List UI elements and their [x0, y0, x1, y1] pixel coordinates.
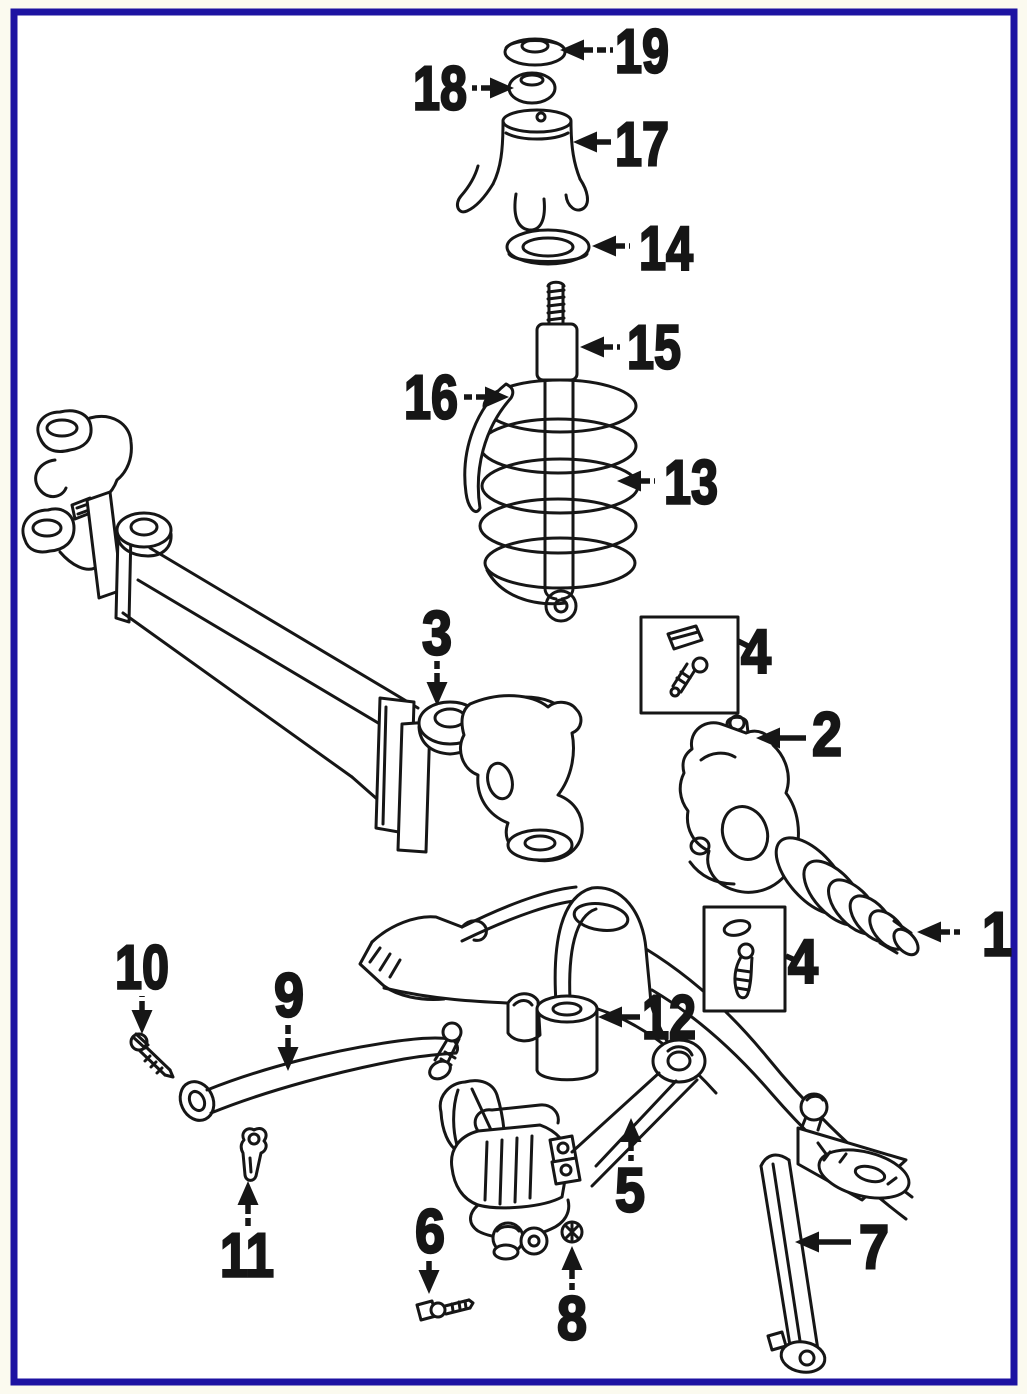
- part-number-label: 13: [664, 448, 718, 517]
- part-number-label: 18: [413, 54, 467, 123]
- part-number-label: 7: [859, 1213, 889, 1282]
- arrowhead-icon: [795, 1231, 819, 1253]
- arrowhead-icon: [485, 386, 509, 408]
- arrowhead-icon: [617, 470, 641, 492]
- shock-absorber-15: [535, 280, 579, 623]
- arrowhead-icon: [756, 727, 780, 749]
- part-number-label: 4: [788, 927, 818, 996]
- callout-2-steering-knuckle: 2: [756, 699, 843, 771]
- arrowhead-icon: [598, 1006, 622, 1028]
- arrowhead-icon: [560, 39, 584, 61]
- arrowhead-icon: [490, 77, 514, 99]
- spring-seat-washer-14: [505, 228, 591, 266]
- callout-3-axle-pivot-bushing: 3: [421, 598, 453, 706]
- arrowhead-icon: [917, 921, 941, 943]
- part-number-label: 14: [639, 214, 693, 283]
- part-number-label: 16: [404, 363, 458, 432]
- part-number-label: 17: [615, 110, 669, 179]
- upper-shock-mount-17: [455, 108, 589, 232]
- callout-17-upper-shock-mount: 17: [573, 109, 670, 181]
- part-number-label: 9: [274, 961, 304, 1030]
- arrowhead-icon: [426, 682, 448, 706]
- hardware-kit-box-upper-4: [639, 615, 740, 715]
- arrowhead-icon: [573, 131, 597, 153]
- arrowhead-icon: [237, 1181, 259, 1205]
- support-bracket-7: [759, 1092, 911, 1374]
- part-number-label: 15: [627, 313, 681, 382]
- part-number-label: 10: [115, 933, 169, 1002]
- arrowhead-icon: [131, 1010, 153, 1034]
- tick-line: [736, 638, 752, 650]
- part-number-label: 12: [642, 983, 696, 1052]
- arrowhead-icon: [418, 1270, 440, 1294]
- callout-10-bolt: 10: [114, 932, 170, 1034]
- callout-11-retainer-clip: 11: [219, 1181, 275, 1292]
- callout-9-stabilizer-bar: 9: [273, 960, 305, 1071]
- arrowhead-icon: [620, 1118, 642, 1142]
- axle-end-brackets: [374, 696, 432, 854]
- callout-12-frame-bushing: 12: [598, 982, 697, 1054]
- part-number-label: 6: [415, 1197, 445, 1266]
- callout-19-upper-washer: 19: [560, 16, 670, 88]
- frame-crossmember: [358, 885, 914, 1221]
- spring-clip-16: [463, 382, 515, 514]
- axle-yoke: [459, 694, 584, 863]
- retainer-clip-11: [239, 1126, 268, 1182]
- stabilizer-bar-9: [178, 1036, 460, 1122]
- callout-4-hardware-kit: 4: [784, 926, 820, 998]
- tick-line: [784, 953, 797, 963]
- stabilizer-end-link: [428, 1021, 463, 1081]
- callout-15-shock-absorber: 15: [580, 312, 682, 384]
- callout-5-radius-arm: 5: [614, 1118, 646, 1227]
- bolt-10: [129, 1032, 175, 1079]
- callout-6-bolt: 6: [414, 1196, 446, 1294]
- part-number-label: 4: [741, 617, 771, 686]
- arrowhead-icon: [592, 235, 616, 257]
- axle-beam: [21, 409, 420, 801]
- callout-18-strut-bushing: 18: [412, 53, 514, 125]
- lower-knuckle: [438, 1079, 582, 1261]
- part-number-label: 1: [982, 900, 1012, 969]
- callout-13-coil-spring: 13: [617, 447, 719, 519]
- bolt-6: [415, 1298, 475, 1322]
- radius-arm-5: [570, 1038, 707, 1188]
- callout-14-spring-seat-washer: 14: [592, 213, 695, 285]
- part-number-label: 3: [422, 599, 452, 668]
- nut-8: [560, 1220, 584, 1244]
- arrowhead-icon: [580, 336, 604, 358]
- frame-bushing-12: [506, 992, 599, 1082]
- arrowhead-icon: [277, 1047, 299, 1071]
- callout-16-spring-clip: 16: [403, 362, 509, 434]
- part-number-label: 11: [220, 1221, 274, 1290]
- line-art: [21, 37, 920, 1374]
- part-number-label: 8: [557, 1284, 587, 1353]
- page-border: [10, 8, 1018, 1386]
- part-number-label: 2: [812, 700, 842, 769]
- callout-4-hardware-kit: 4: [736, 616, 773, 688]
- arrowhead-icon: [561, 1246, 583, 1270]
- callout-7-support-bracket: 7: [795, 1212, 890, 1284]
- axle-shaft-boot-1: [774, 836, 920, 957]
- part-number-label: 19: [615, 17, 669, 86]
- part-number-label: 5: [615, 1156, 645, 1225]
- steering-knuckle-2: [678, 714, 800, 894]
- hardware-kit-box-lower-4: [702, 905, 787, 1013]
- callout-8-nut: 8: [556, 1246, 588, 1355]
- callout-1-axle-shaft-boot: 1: [917, 899, 1013, 971]
